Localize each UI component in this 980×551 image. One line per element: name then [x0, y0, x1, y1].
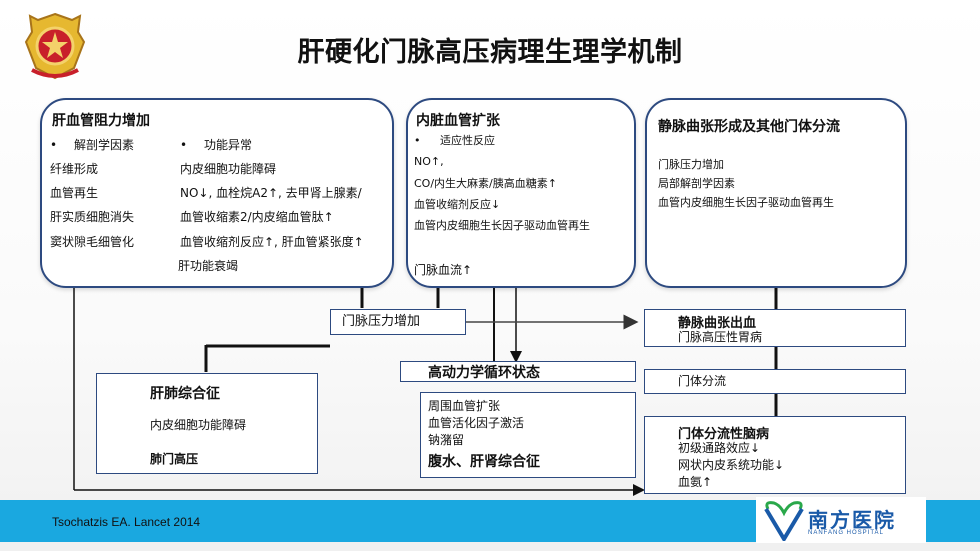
adaptive-bullet-marker: •	[414, 134, 421, 147]
right-item-1: 内皮细胞功能障碍	[180, 162, 277, 176]
functional-bullet: 功能异常	[204, 138, 253, 152]
variceal-bleeding-heading: 静脉曲张出血	[678, 316, 757, 331]
hepatopulmonary-box	[96, 373, 318, 474]
splanchnic-item-4: 血管内皮细胞生长因子驱动血管再生	[414, 219, 590, 232]
splanchnic-item-1: NO↑,	[414, 155, 444, 168]
encephalopathy-heading: 门体分流性脑病	[678, 427, 770, 442]
portal-pressure-label: 门脉压力增加	[342, 314, 421, 329]
hyperdynamic-detail-box	[420, 392, 636, 478]
right-item-2: NO↓, 血栓烷A2↑, 去甲肾上腺素/	[180, 186, 362, 200]
portal-flow-text: 门脉血流↑	[414, 263, 473, 277]
hepatopulmonary-item: 内皮细胞功能障碍	[150, 418, 247, 432]
hyperdynamic-heading-box	[400, 361, 636, 382]
functional-bullet-marker: •	[180, 138, 188, 152]
hepatopulmonary-footer: 肺门高压	[150, 452, 199, 466]
splanchnic-item-3: 血管收缩剂反应↓	[414, 198, 501, 211]
hospital-emblem-icon	[24, 12, 86, 80]
varices-formation-box	[645, 98, 907, 288]
hospital-logo-text: 南方医院	[808, 508, 896, 532]
hyperdynamic-footer: 腹水、肝肾综合征	[428, 454, 540, 470]
encephalopathy-item-1: 初级通路效应↓	[678, 441, 761, 455]
hyperdynamic-item-3: 钠潴留	[428, 433, 465, 447]
hyperdynamic-item-1: 周围血管扩张	[428, 399, 501, 413]
hyperdynamic-item-2: 血管活化因子激活	[428, 416, 525, 430]
hepatic-resistance-box	[40, 98, 394, 288]
page-title: 肝硬化门脉高压病理生理学机制	[297, 37, 683, 68]
hyperdynamic-heading: 高动力学循环状态	[428, 365, 540, 381]
left-item-2: 血管再生	[50, 186, 99, 200]
left-item-4: 窦状隙毛细管化	[50, 235, 135, 249]
adaptive-bullet: 适应性反应	[440, 134, 495, 147]
left-item-1: 纤维形成	[50, 162, 99, 176]
hepatic-resistance-heading: 肝血管阻力增加	[52, 113, 150, 129]
encephalopathy-item-2: 网状内皮系统功能↓	[678, 458, 785, 472]
anatomical-bullet: 解剖学因素	[74, 138, 135, 152]
anatomical-bullet-marker: •	[50, 138, 58, 152]
hospital-logo-subtext: NANFANG HOSPITAL	[808, 530, 884, 536]
encephalopathy-box	[644, 416, 906, 494]
varices-heading: 静脉曲张形成及其他门体分流	[658, 119, 840, 135]
varices-item-1: 门脉压力增加	[658, 158, 724, 171]
encephalopathy-item-3: 血氨↑	[678, 475, 713, 489]
liver-failure-text: 肝功能衰竭	[178, 259, 239, 273]
heart-logo-icon	[764, 501, 804, 541]
hepatopulmonary-heading: 肝肺综合征	[150, 386, 220, 402]
citation-text: Tsochatzis EA. Lancet 2014	[52, 515, 201, 529]
splanchnic-heading: 内脏血管扩张	[416, 113, 500, 129]
portal-pressure-box	[330, 309, 466, 335]
variceal-bleeding-box	[644, 309, 906, 347]
splanchnic-item-2: CO/内生大麻素/胰高血糖素↑	[414, 177, 557, 190]
right-item-3: 血管收缩素2/内皮缩血管肽↑	[180, 210, 334, 224]
shunt-label: 门体分流	[678, 374, 727, 388]
variceal-bleeding-item: 门脉高压性胃病	[678, 330, 763, 344]
shunt-box	[644, 369, 906, 394]
right-item-4: 血管收缩剂反应↑, 肝血管紧张度↑	[180, 235, 364, 249]
varices-item-2: 局部解剖学因素	[658, 177, 735, 190]
varices-item-3: 血管内皮细胞生长因子驱动血管再生	[658, 196, 834, 209]
left-item-3: 肝实质细胞消失	[50, 210, 135, 224]
splanchnic-vasodilation-box	[406, 98, 636, 288]
